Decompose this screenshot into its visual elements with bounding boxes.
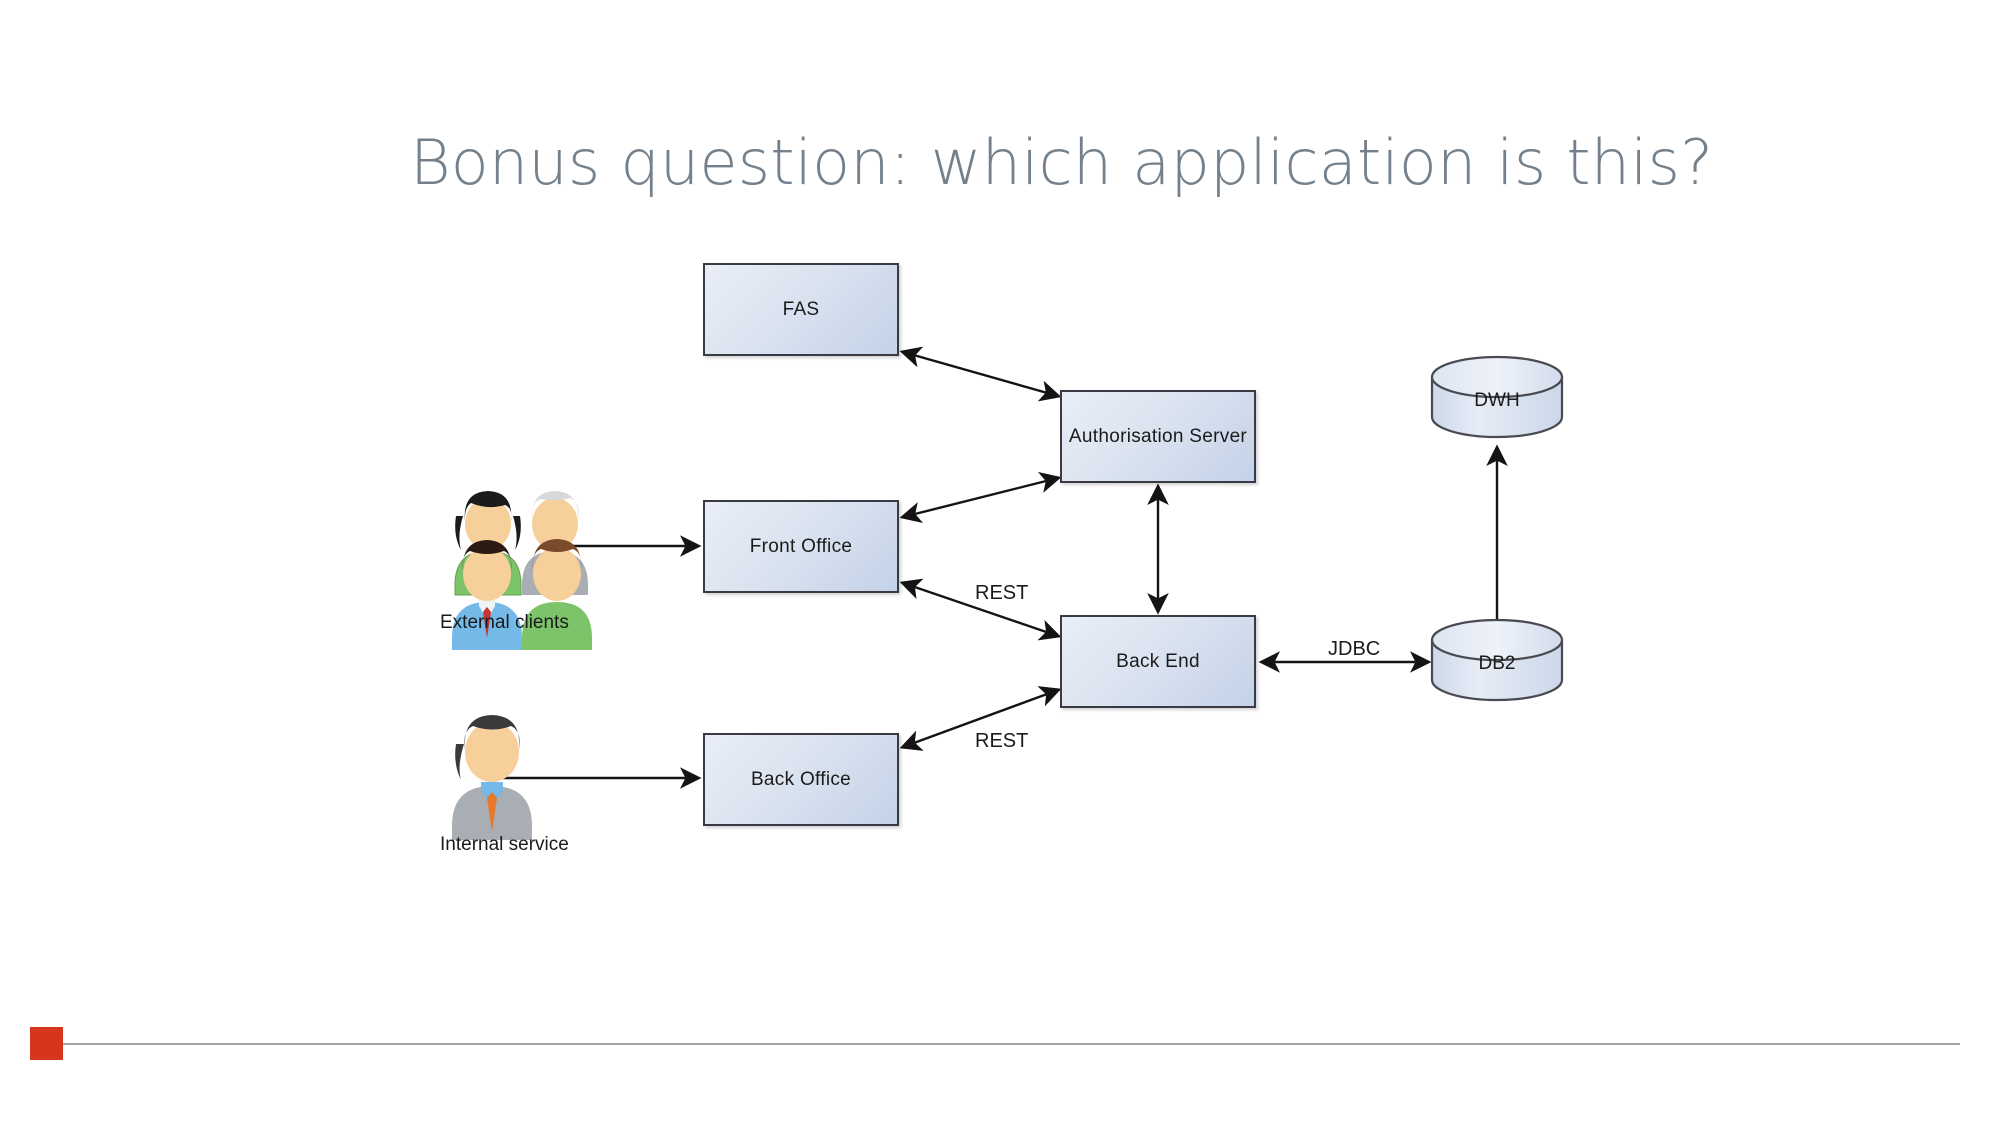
node-back-office-label: Back Office bbox=[750, 768, 852, 790]
group-of-people-icon bbox=[452, 491, 592, 650]
footer-divider bbox=[62, 1043, 1960, 1045]
edge-backend-front bbox=[899, 578, 1062, 641]
node-fas-label: FAS bbox=[782, 298, 820, 320]
edge-backend-backoffice bbox=[899, 686, 1062, 751]
edge-label-jdbc: JDBC bbox=[1328, 638, 1381, 660]
node-back-end-label: Back End bbox=[1116, 650, 1200, 672]
node-db2-cylinder bbox=[1430, 618, 1564, 702]
edge-auth-fas bbox=[899, 346, 1062, 402]
node-front-office-label: Front Office bbox=[749, 535, 853, 557]
node-front-office[interactable]: Front Office bbox=[703, 500, 899, 593]
node-back-office[interactable]: Back Office bbox=[703, 733, 899, 826]
actor-internal-service-label: Internal service bbox=[440, 834, 569, 855]
node-authorisation-server[interactable]: Authorisation Server bbox=[1060, 390, 1256, 483]
single-person-icon bbox=[452, 715, 532, 840]
footer-accent-square bbox=[30, 1027, 63, 1060]
node-dwh-label: DWH bbox=[1474, 390, 1520, 411]
node-authorisation-server-label: Authorisation Server bbox=[1068, 425, 1248, 447]
edge-label-rest-back-office: REST bbox=[975, 730, 1029, 752]
node-back-end[interactable]: Back End bbox=[1060, 615, 1256, 708]
node-db2-label: DB2 bbox=[1478, 653, 1516, 674]
page-title: Bonus question: which application is thi… bbox=[410, 126, 1714, 199]
edge-label-rest-front-office: REST bbox=[975, 582, 1029, 604]
node-fas[interactable]: FAS bbox=[703, 263, 899, 356]
actor-external-clients-label: External clients bbox=[440, 612, 569, 633]
node-dwh-cylinder bbox=[1430, 355, 1564, 439]
edge-auth-front bbox=[899, 471, 1062, 524]
